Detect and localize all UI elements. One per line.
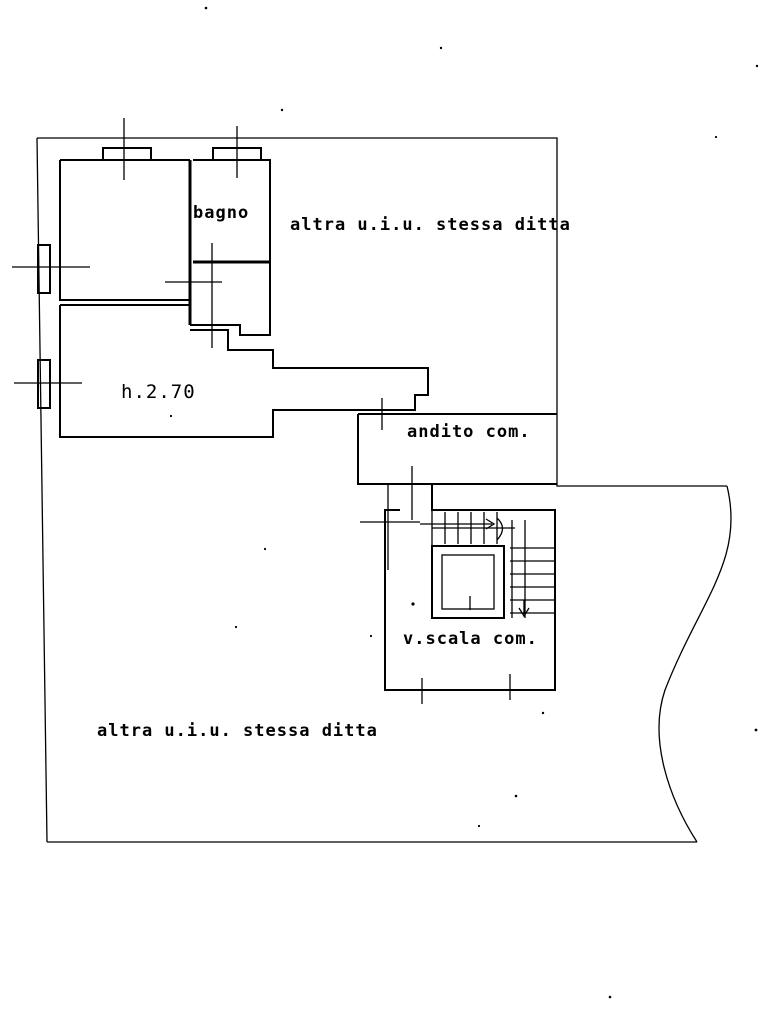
label-height: h.2.70 (121, 381, 196, 403)
label-vscala: v.scala com. (403, 629, 538, 649)
label-altra-top: altra u.i.u. stessa ditta (290, 215, 571, 235)
label-altra-bottom: altra u.i.u. stessa ditta (97, 721, 378, 741)
label-andito: andito com. (407, 422, 531, 442)
apartment-walls (12, 118, 429, 438)
andito-hallway (357, 413, 557, 570)
scan-specks (169, 6, 759, 999)
stairwell (360, 484, 556, 704)
label-bagno: bagno (193, 203, 249, 223)
